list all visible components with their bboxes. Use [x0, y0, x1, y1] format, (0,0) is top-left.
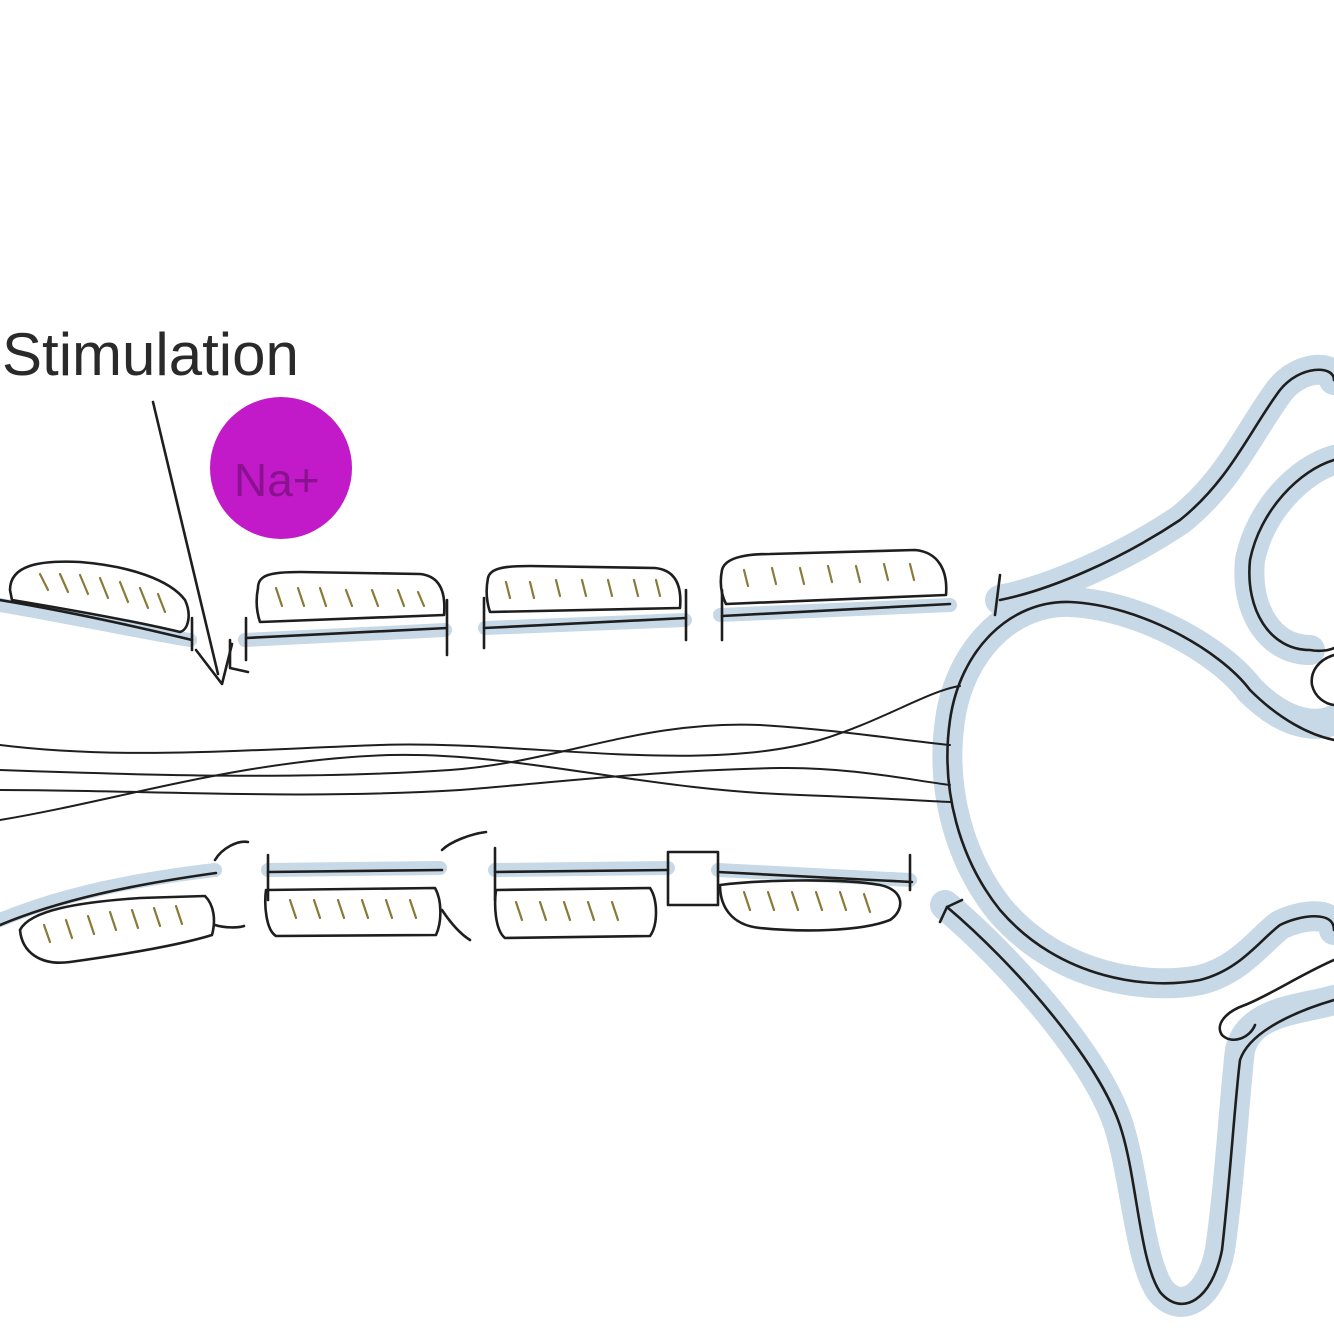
myelin-segment-upper-4	[719, 548, 948, 606]
axon-membrane-top-4	[720, 602, 952, 618]
lower-node-flare-1b	[213, 923, 246, 929]
myelin-segment-upper-2	[255, 570, 446, 624]
filament-1	[0, 685, 961, 757]
axon-hillock-mark	[993, 573, 1002, 617]
cell-body	[930, 354, 1334, 1317]
lower-dendrite-inner-outline	[1218, 958, 1334, 1041]
axon-membrane	[0, 598, 957, 927]
upper-dendrite-inner-outline	[1248, 458, 1334, 653]
stimulation-arrow-shaft	[151, 400, 220, 676]
sodium-ion-circle	[210, 397, 352, 539]
axon-membrane-bottom-1	[0, 871, 218, 927]
lower-myelin-hatching	[42, 890, 872, 944]
axon-membrane-bottom-2	[266, 868, 444, 874]
stimulation-arrow	[151, 400, 234, 686]
nucleus-edge	[1310, 653, 1334, 707]
lower-node-box	[666, 850, 720, 907]
axon-membrane-top-3	[482, 616, 688, 630]
stimulation-arrow-head	[194, 642, 234, 686]
axon-membrane-top-2	[244, 626, 449, 640]
filament-4	[0, 766, 951, 796]
axoplasm-filaments	[0, 685, 961, 821]
lower-node-flare-2b	[440, 908, 472, 942]
lower-node-flare-1a	[213, 840, 250, 862]
axon-membrane-bottom-3	[493, 868, 670, 874]
upper-myelin-sheath	[8, 548, 948, 674]
upper-myelin-hatching	[38, 562, 916, 614]
myelin-segment-lower-1	[18, 894, 216, 964]
sodium-ion-label: Na+	[234, 454, 320, 506]
axon-membrane-top-1	[0, 598, 194, 642]
myelin-segment-lower-4	[718, 879, 902, 932]
myelin-segment-lower-3	[493, 886, 658, 940]
axon-membrane-bottom-4	[716, 870, 914, 884]
stimulation-label: Stimulation	[2, 321, 299, 388]
lower-node-flare-2a	[440, 830, 488, 852]
myelin-segment-upper-3	[485, 564, 682, 614]
sodium-ion: Na+	[210, 397, 352, 539]
lower-myelin-sheath	[18, 830, 912, 964]
upper-dendrite-outline	[998, 368, 1334, 602]
lower-process-tip	[938, 898, 964, 924]
soma-outline	[946, 600, 1334, 985]
filament-3	[0, 753, 951, 821]
myelin-segment-lower-2	[264, 886, 442, 938]
lower-dendrite-outline	[945, 905, 1334, 1305]
filament-2	[0, 723, 951, 777]
myelin-segment-upper-1	[8, 560, 190, 634]
